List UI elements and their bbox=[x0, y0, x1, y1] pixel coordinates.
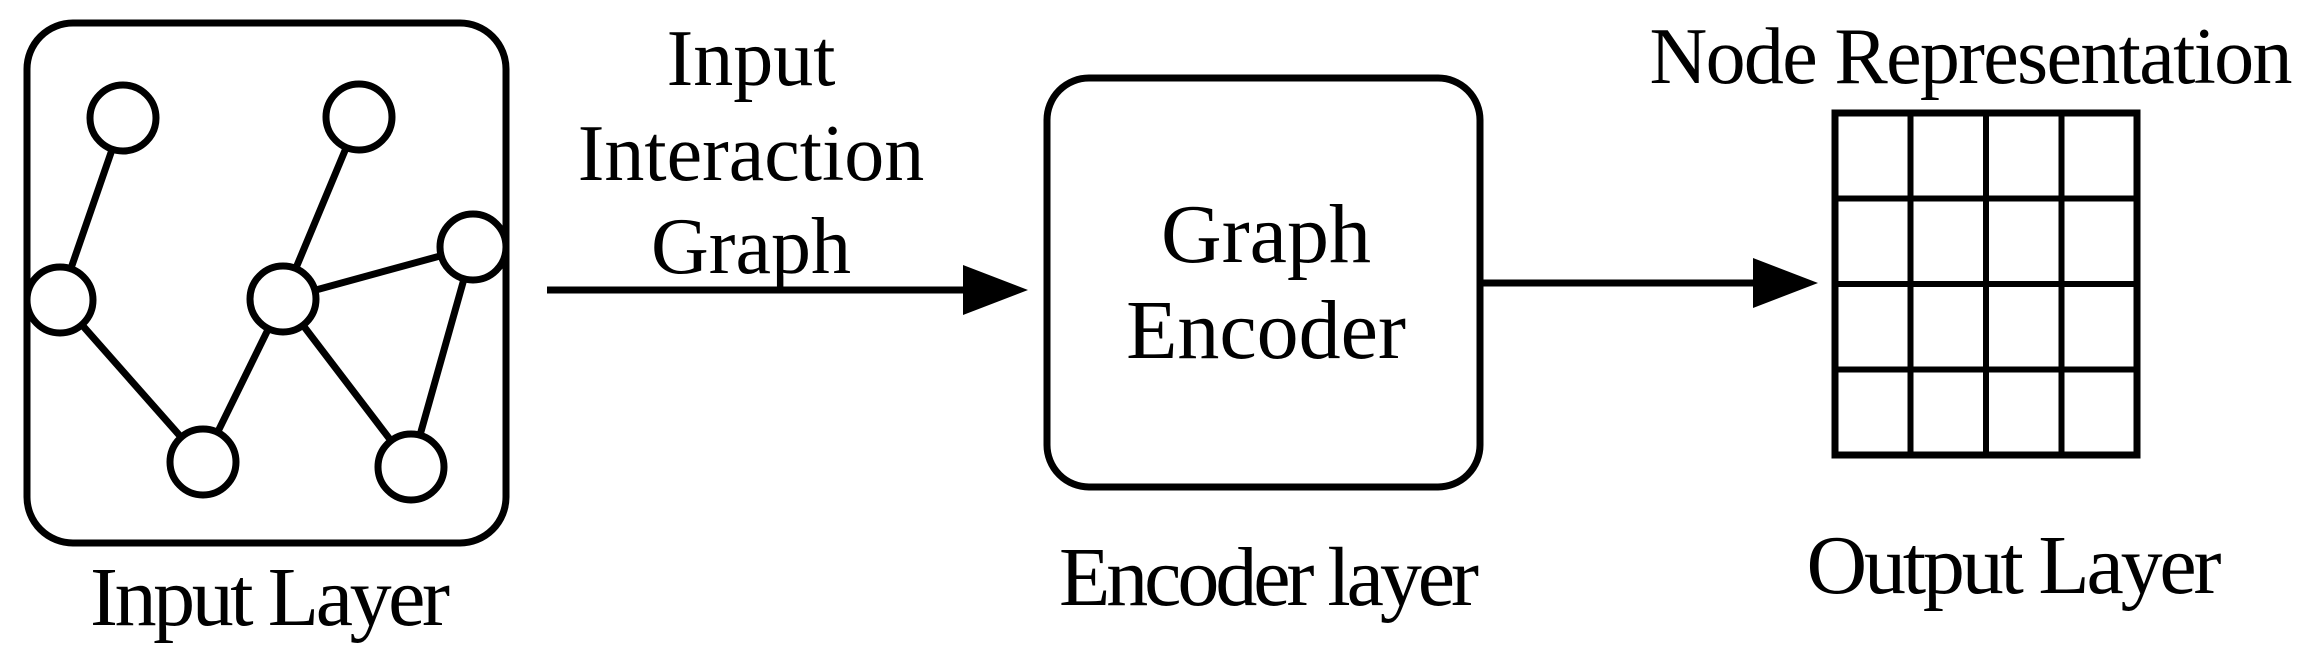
graph-edge bbox=[407, 246, 477, 468]
graph-node bbox=[246, 262, 320, 336]
input-layer-stage: Input Layer bbox=[23, 19, 510, 644]
graph-node bbox=[23, 263, 97, 337]
graph-node bbox=[322, 80, 396, 154]
node-representation-grid bbox=[1831, 109, 2141, 459]
graph-encoder-box bbox=[1043, 74, 1484, 491]
encoder-stage: Graph Encoder Encoder layer bbox=[1043, 74, 1484, 624]
arrowhead-icon bbox=[963, 265, 1028, 315]
graph-node bbox=[436, 210, 510, 284]
node-representation-title: Node Representation bbox=[1650, 13, 2293, 101]
arrow-input-to-encoder: Input Interaction Graph bbox=[547, 15, 1028, 315]
arrow1-label-line3: Graph bbox=[651, 203, 851, 291]
graph-nodes bbox=[23, 80, 510, 504]
arrow-encoder-to-output bbox=[1480, 258, 1818, 308]
arrowhead-icon bbox=[1753, 258, 1818, 308]
arrow1-label-line2: Interaction bbox=[578, 110, 924, 198]
encoder-layer-label: Encoder layer bbox=[1059, 531, 1479, 624]
input-layer-label: Input Layer bbox=[90, 551, 450, 644]
encoder-box-text-line1: Graph bbox=[1161, 188, 1371, 281]
graph-node bbox=[86, 81, 160, 155]
output-layer-label: Output Layer bbox=[1807, 519, 2222, 612]
graph-node bbox=[374, 430, 448, 504]
graph-node bbox=[166, 425, 240, 499]
input-layer-box bbox=[23, 19, 510, 547]
output-stage: Node Representation Output Layer bbox=[1650, 13, 2293, 612]
arrow1-label-line1: Input bbox=[667, 15, 836, 103]
encoder-box-text-line2: Encoder bbox=[1126, 284, 1406, 377]
